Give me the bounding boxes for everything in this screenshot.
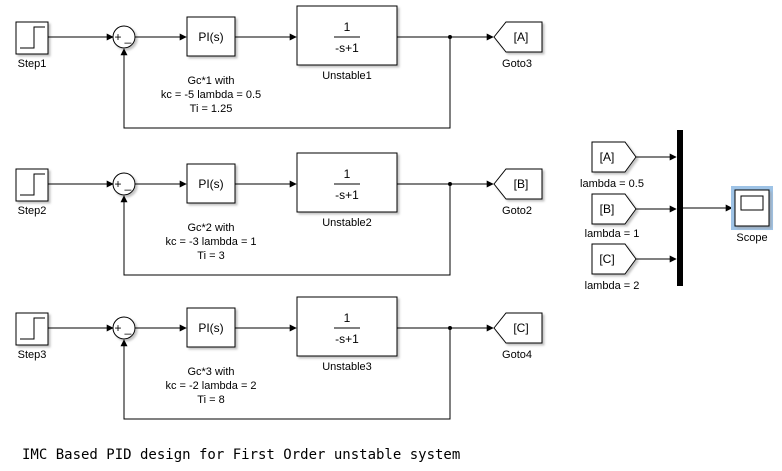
from-label-c: lambda = 2 xyxy=(585,280,640,292)
tf-numerator: 1 xyxy=(344,311,351,325)
plant-label: Unstable1 xyxy=(322,70,372,82)
from-label-b: lambda = 1 xyxy=(585,228,640,240)
from-block-b[interactable]: [B] lambda = 1 xyxy=(585,193,640,240)
diagram-title: IMC Based PID design for First Order uns… xyxy=(22,447,460,463)
scope-icon xyxy=(740,195,764,211)
sum-block-2[interactable]: +_ xyxy=(112,172,136,196)
sum-minus: _ xyxy=(124,30,132,44)
annotation-line-2: kc = -2 lambda = 2 xyxy=(165,380,256,392)
tf-denominator: -s+1 xyxy=(335,188,359,202)
sum-minus: _ xyxy=(124,321,132,335)
annotation-line-2: kc = -3 lambda = 1 xyxy=(165,236,256,248)
wire-feedback[interactable] xyxy=(120,37,451,129)
tf-numerator: 1 xyxy=(344,20,351,34)
sum-block-1[interactable]: +_ xyxy=(112,25,136,49)
plant-label: Unstable2 xyxy=(322,217,372,229)
from-block-c[interactable]: [C] lambda = 2 xyxy=(585,243,640,292)
goto-label: Goto3 xyxy=(502,58,532,70)
pi-label: PI(s) xyxy=(198,30,223,44)
step-label: Step2 xyxy=(18,205,47,217)
tf-denominator: -s+1 xyxy=(335,41,359,55)
annotation-line-3: Ti = 8 xyxy=(197,394,224,406)
goto-block-1[interactable]: [A] Goto3 xyxy=(493,21,543,70)
step-label: Step1 xyxy=(18,58,47,70)
goto-block-3[interactable]: [C] Goto4 xyxy=(493,312,543,361)
pi-block-1[interactable]: PI(s) xyxy=(186,16,236,57)
annotation-line-1: Gc*2 with xyxy=(187,222,234,234)
scope-block[interactable]: Scope xyxy=(731,186,773,244)
sum-block-3[interactable]: +_ xyxy=(112,316,136,340)
goto-tag: [A] xyxy=(514,30,529,44)
goto-label: Goto2 xyxy=(502,205,532,217)
pi-block-2[interactable]: PI(s) xyxy=(186,163,236,204)
controller-annotation-1: Gc*1 with kc = -5 lambda = 0.5 Ti = 1.25 xyxy=(161,75,261,115)
wire-feedback[interactable] xyxy=(120,328,451,420)
scope-label: Scope xyxy=(736,232,767,244)
from-label-a: lambda = 0.5 xyxy=(580,178,644,190)
tf-denominator: -s+1 xyxy=(335,332,359,346)
step-block-1[interactable]: Step1 xyxy=(15,21,49,70)
pi-label: PI(s) xyxy=(198,177,223,191)
annotation-line-2: kc = -5 lambda = 0.5 xyxy=(161,89,261,101)
goto-label: Goto4 xyxy=(502,349,532,361)
mux-block[interactable] xyxy=(677,130,683,286)
step-label: Step3 xyxy=(18,349,47,361)
step-icon xyxy=(20,26,45,49)
annotation-line-1: Gc*3 with xyxy=(187,366,234,378)
annotation-line-3: Ti = 1.25 xyxy=(190,103,233,115)
plant-label: Unstable3 xyxy=(322,361,372,373)
annotation-line-1: Gc*1 with xyxy=(187,75,234,87)
sum-minus: _ xyxy=(124,177,132,191)
from-tag-c: [C] xyxy=(599,252,614,266)
controller-annotation-3: Gc*3 with kc = -2 lambda = 2 Ti = 8 xyxy=(165,366,256,406)
goto-block-2[interactable]: [B] Goto2 xyxy=(493,168,543,217)
from-tag-b: [B] xyxy=(600,202,615,216)
goto-tag: [B] xyxy=(514,177,529,191)
sum-plus: + xyxy=(114,321,121,335)
step-icon xyxy=(20,173,45,196)
sum-plus: + xyxy=(114,177,121,191)
step-block-3[interactable]: Step3 xyxy=(15,312,49,361)
goto-tag: [C] xyxy=(513,321,528,335)
pi-label: PI(s) xyxy=(198,321,223,335)
wire-feedback[interactable] xyxy=(120,184,451,276)
from-tag-a: [A] xyxy=(600,150,615,164)
tf-numerator: 1 xyxy=(344,167,351,181)
step-block-2[interactable]: Step2 xyxy=(15,168,49,217)
controller-annotation-2: Gc*2 with kc = -3 lambda = 1 Ti = 3 xyxy=(165,222,256,262)
sum-plus: + xyxy=(114,30,121,44)
step-icon xyxy=(20,317,45,340)
annotation-line-3: Ti = 3 xyxy=(197,250,224,262)
from-block-a[interactable]: [A] lambda = 0.5 xyxy=(580,141,644,190)
pi-block-3[interactable]: PI(s) xyxy=(186,307,236,348)
